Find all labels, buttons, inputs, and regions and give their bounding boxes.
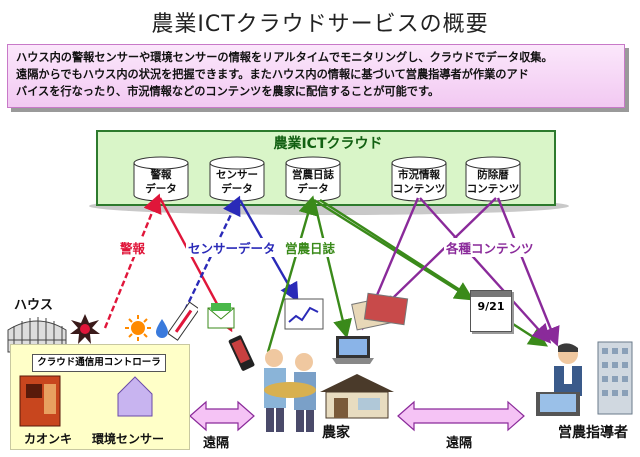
sensor-flow-label: センサーデータ (186, 238, 278, 257)
mail-envelope-icon (207, 303, 235, 329)
farming-diary-store: 営農日誌データ (284, 156, 342, 202)
sensor-flow-arrow (183, 195, 241, 311)
farmers-icon (264, 349, 316, 432)
calendar-icon: 9/21 (470, 290, 512, 332)
page-title: 農業ICTクラウドサービスの概要 (151, 12, 489, 37)
thermometer-icon (168, 302, 198, 341)
mobile-phone-icon (228, 335, 255, 371)
description-box: ハウス内の警報センサーや環境センサーの情報をリアルタイムでモニタリングし、クラウ… (7, 44, 625, 108)
cloud-controller: クラウド通信用コントローラ (32, 354, 166, 372)
alarm-flow-arrow (103, 193, 162, 329)
documents-icon (351, 292, 409, 331)
sensor-data-store: センサーデータ (208, 156, 266, 202)
remote-left-arrow (189, 400, 255, 432)
remote-right-arrow (397, 400, 525, 432)
heater-icon (19, 375, 61, 427)
heater-label: カオンキ (24, 432, 73, 446)
env-sensor-icon (117, 376, 153, 417)
market-info-store: 市況情報コンテンツ (390, 156, 448, 202)
ict-cloud: 農業ICTクラウド 警報データ センサーデータ 営農日誌データ 市況情報コンテン… (96, 130, 556, 206)
office-building-icon (597, 341, 633, 415)
alarm-data-store: 警報データ (132, 156, 190, 202)
remote-right-label: 遠隔 (446, 436, 473, 451)
env-sensor-label: 環境センサー (92, 432, 165, 446)
farmhouse-icon (320, 374, 394, 419)
diary-flow-arrow (266, 195, 318, 353)
chart-monitor-icon (284, 298, 324, 330)
diary-flow-label: 営農日誌 (283, 238, 338, 257)
calendar-date: 9/21 (477, 300, 505, 313)
contents-flow-arrow (496, 197, 560, 347)
alarm-flow-label: 警報 (118, 238, 148, 257)
contents-flow-label: 各種コンテンツ (444, 238, 536, 257)
laptop-icon (332, 336, 374, 364)
pest-calendar-store: 防除暦コンテンツ (464, 156, 522, 202)
advisor-label: 営農指導者 (558, 425, 628, 441)
farmer-label: 農家 (322, 425, 350, 441)
contents-flow-arrow (419, 197, 552, 344)
remote-left-label: 遠隔 (203, 436, 230, 451)
house-label: ハウス (14, 298, 54, 313)
cloud-title: 農業ICTクラウド (273, 136, 383, 152)
diary-flow-arrow (313, 198, 475, 301)
description-line: 遠隔からでもハウス内の状況を把握できます。またハウス内の情報に基づいて営農指導者… (16, 68, 529, 81)
sun-icon (125, 315, 151, 341)
description-line: バイスを行なったり、市況情報などのコンテンツを農家に配信することが可能です。 (16, 85, 440, 98)
advisor-icon (536, 343, 582, 416)
description-line: ハウス内の警報センサーや環境センサーの情報をリアルタイムでモニタリングし、クラウ… (16, 51, 553, 64)
alarm-burst-icon (70, 314, 100, 344)
water-drop-icon (156, 319, 168, 338)
diary-flow-arrow (312, 199, 352, 339)
